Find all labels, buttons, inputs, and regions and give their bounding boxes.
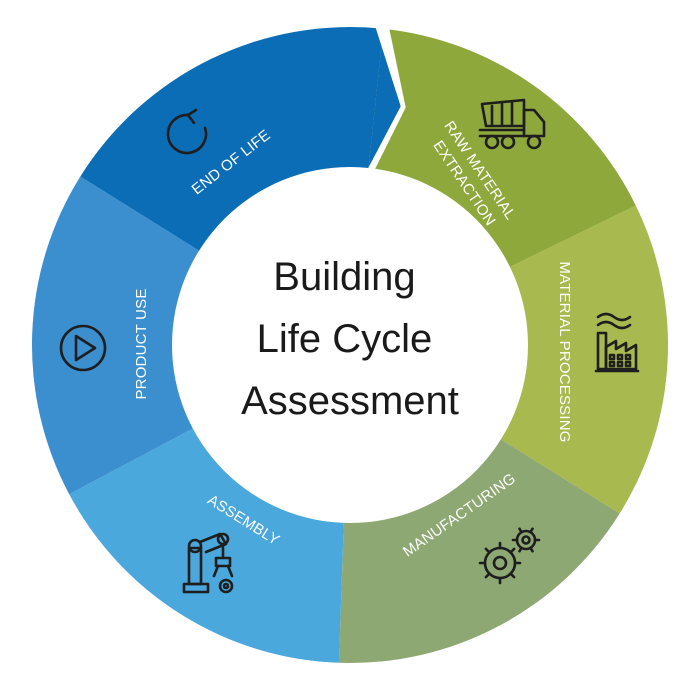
robot-arm-icon (182, 532, 234, 594)
arrow-notch-gap (363, 25, 406, 179)
segment-manufacturing (338, 435, 620, 663)
recycle-arrow-icon (166, 108, 208, 155)
gear-tooth (509, 572, 516, 579)
end-of-life-arrow-tip (367, 28, 401, 176)
center-circle (172, 167, 528, 523)
gears-icon (478, 527, 541, 585)
center-title-line-2: Life Cycle (257, 317, 433, 361)
segment-end-of-life (80, 26, 384, 255)
segment-assembly (69, 424, 345, 663)
segment-label-product-use: PRODUCT USE (133, 288, 150, 399)
segment-raw-material-extraction (367, 28, 636, 271)
dump-truck-icon (478, 98, 546, 150)
segment-label-material-processing: MATERIAL PROCESSING (556, 261, 573, 442)
play-button-icon (59, 324, 107, 372)
gear-tooth (484, 547, 491, 554)
gear-tooth (518, 546, 523, 553)
gear-tooth (518, 527, 523, 534)
segment-product-use (31, 176, 206, 495)
center-title-line-1: Building (273, 255, 415, 299)
center-title: Building Life Cycle Assessment (241, 255, 459, 423)
gear-tooth (484, 572, 491, 579)
segment-material-processing (494, 205, 668, 514)
gear-tooth (529, 546, 534, 553)
gear-tooth (509, 547, 516, 554)
factory-icon (594, 312, 640, 373)
center-title-line-3: Assessment (241, 379, 459, 423)
ring-segments (31, 25, 668, 663)
gear-tooth (529, 527, 534, 534)
